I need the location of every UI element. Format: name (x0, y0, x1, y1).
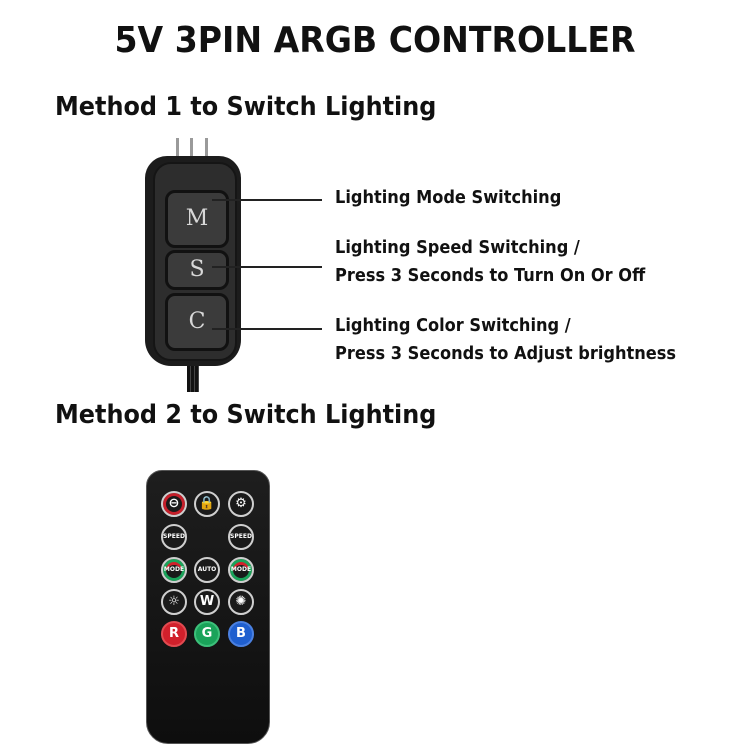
mode-up-button[interactable]: MODE (228, 557, 254, 583)
power-button[interactable]: ⊖ (161, 491, 187, 517)
brightness-up-button[interactable]: ✺ (228, 589, 254, 615)
blue-button[interactable]: B (228, 621, 254, 647)
white-button[interactable]: W (194, 589, 220, 615)
cable (187, 362, 199, 392)
lock-icon: 🔒 (198, 496, 216, 511)
lock-button[interactable]: 🔒 (194, 491, 220, 517)
mode-label: Lighting Mode Switching (335, 184, 561, 212)
method2-heading: Method 2 to Switch Lighting (55, 400, 437, 430)
brightness-down-icon: ☼ (168, 594, 180, 609)
brightness-up-icon: ✺ (235, 594, 247, 609)
callout-line-color (212, 328, 322, 330)
color-label-line1: Lighting Color Switching / (335, 315, 571, 336)
gear-icon: ⚙ (235, 496, 247, 511)
green-button[interactable]: G (194, 621, 220, 647)
power-icon: ⊖ (168, 496, 180, 511)
color-button[interactable]: C (165, 293, 229, 351)
auto-button[interactable]: AUTO (194, 557, 220, 583)
mode-down-button[interactable]: MODE (161, 557, 187, 583)
callout-line-speed (212, 266, 322, 268)
speed-button[interactable]: S (165, 250, 229, 290)
color-label-line2: Press 3 Seconds to Adjust brightness (335, 343, 677, 364)
color-label: Lighting Color Switching / Press 3 Secon… (335, 312, 676, 368)
remote-control: ⊖ 🔒 ⚙ SPEED SPEED MODE AUTO MODE ☼ W ✺ R… (146, 470, 270, 744)
argb-controller: M S C (143, 130, 253, 395)
red-button[interactable]: R (161, 621, 187, 647)
settings-button[interactable]: ⚙ (228, 491, 254, 517)
speed-label: Lighting Speed Switching / Press 3 Secon… (335, 234, 645, 290)
method1-heading: Method 1 to Switch Lighting (55, 92, 437, 122)
speed-label-line1: Lighting Speed Switching / (335, 237, 580, 258)
speed-up-button[interactable]: SPEED (228, 524, 254, 550)
pin-icon (190, 138, 193, 168)
pin-icon (205, 138, 208, 168)
page-title: 5V 3PIN ARGB CONTROLLER (114, 20, 636, 61)
speed-label-line2: Press 3 Seconds to Turn On Or Off (335, 265, 646, 286)
speed-down-button[interactable]: SPEED (161, 524, 187, 550)
brightness-down-button[interactable]: ☼ (161, 589, 187, 615)
pin-icon (176, 138, 179, 168)
mode-label-line1: Lighting Mode Switching (335, 187, 562, 208)
mode-button[interactable]: M (165, 190, 229, 248)
callout-line-mode (212, 199, 322, 201)
